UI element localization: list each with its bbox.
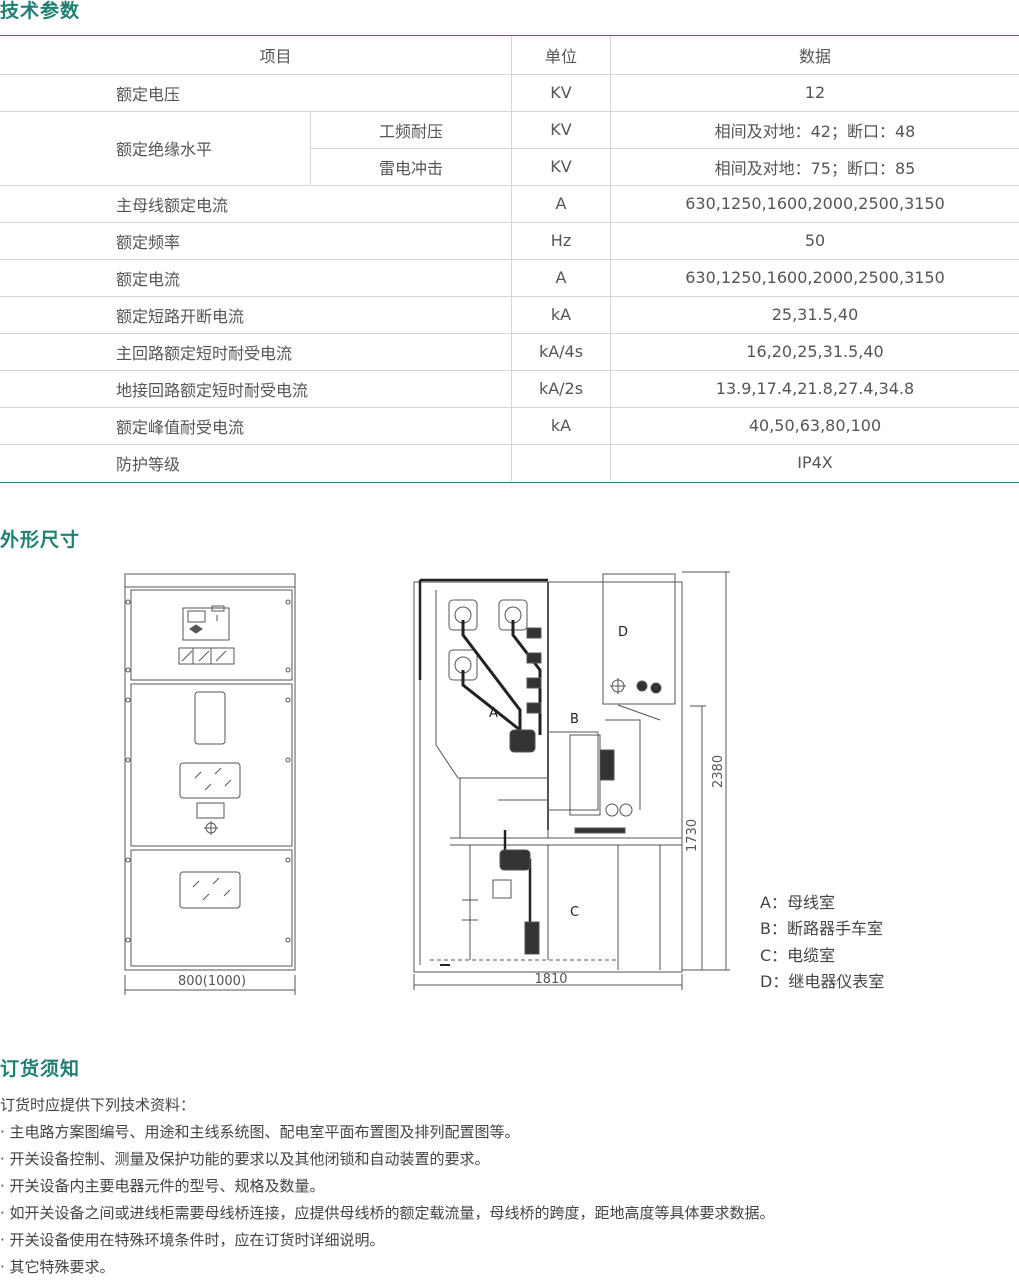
row-value: 630,1250,1600,2000,2500,3150 [611,259,1019,296]
row-unit: KV [512,148,611,185]
section-title-ordering: 订货须知 [0,1058,80,1080]
row-unit: kA [512,296,611,333]
header-unit: 单位 [512,36,611,74]
row-item: 地接回路额定短时耐受电流 [0,370,512,407]
row-sub-item: 工频耐压 [311,111,512,148]
row-value: 13.9,17.4,21.8,27.4,34.8 [611,370,1019,407]
spec-table: 项目 单位 数据 额定电压 KV 12 额定绝缘水平 工频耐压 KV 相间及对地… [0,36,1019,481]
zone-a-label: A [489,706,498,721]
row-item: 额定峰值耐受电流 [0,407,512,444]
list-item: · 开关设备内主要电器元件的型号、规格及数量。 [0,1176,775,1203]
ordering-list: · 主电路方案图编号、用途和主线系统图、配电室平面布置图及排列配置图等。 · 开… [0,1122,775,1284]
row-value: 630,1250,1600,2000,2500,3150 [611,185,1019,222]
row-unit: KV [512,111,611,148]
height-mid-label: 1730 [685,819,700,852]
row-item: 防护等级 [0,444,512,481]
row-unit: KV [512,74,611,111]
row-item: 额定电压 [0,74,512,111]
row-unit: Hz [512,222,611,259]
row-item: 主母线额定电流 [0,185,512,222]
list-item: · 开关设备控制、测量及保护功能的要求以及其他闭锁和自动装置的要求。 [0,1149,775,1176]
zone-b-label: B [570,712,579,727]
table-row: 额定频率 Hz 50 [0,222,1019,259]
front-width-label: 800(1000) [178,974,246,989]
row-unit: A [512,259,611,296]
legend-item-d: D：继电器仪表室 [760,968,884,992]
row-unit: A [512,185,611,222]
legend-item-c: C：电缆室 [760,942,835,966]
front-view-drawing [125,574,295,995]
row-value: 50 [611,222,1019,259]
section-title-dimensions: 外形尺寸 [0,529,80,551]
row-value: 12 [611,74,1019,111]
section-title-tech-params: 技术参数 [0,0,80,22]
table-row: 额定电流 A 630,1250,1600,2000,2500,3150 [0,259,1019,296]
side-depth-label: 1810 [534,972,567,987]
table-row: 地接回路额定短时耐受电流 kA/2s 13.9,17.4,21.8,27.4,3… [0,370,1019,407]
row-value: 相间及对地：75；断口：85 [611,148,1019,185]
row-item: 主回路额定短时耐受电流 [0,333,512,370]
row-item: 额定电流 [0,259,512,296]
row-item: 额定短路开断电流 [0,296,512,333]
row-value: 40,50,63,80,100 [611,407,1019,444]
table-row: 主母线额定电流 A 630,1250,1600,2000,2500,3150 [0,185,1019,222]
row-value: 相间及对地：42；断口：48 [611,111,1019,148]
side-view-drawing [414,572,730,990]
list-item: · 如开关设备之间或进线柜需要母线桥连接，应提供母线桥的额定载流量，母线桥的跨度… [0,1203,775,1230]
height-total-label: 2380 [711,755,726,788]
table-row: 额定绝缘水平 工频耐压 KV 相间及对地：42；断口：48 [0,111,1019,148]
table-row: 防护等级 IP4X [0,444,1019,481]
table-row: 额定电压 KV 12 [0,74,1019,111]
row-value: 25,31.5,40 [611,296,1019,333]
header-item: 项目 [0,36,512,74]
ordering-intro: 订货时应提供下列技术资料： [0,1094,195,1115]
row-sub-item: 雷电冲击 [311,148,512,185]
list-item: · 开关设备使用在特殊环境条件时，应在订货时详细说明。 [0,1230,775,1257]
list-item: · 主电路方案图编号、用途和主线系统图、配电室平面布置图及排列配置图等。 [0,1122,775,1149]
legend-item-a: A：母线室 [760,889,835,913]
table-row: 额定峰值耐受电流 kA 40,50,63,80,100 [0,407,1019,444]
table-row: 额定短路开断电流 kA 25,31.5,40 [0,296,1019,333]
row-value: 16,20,25,31.5,40 [611,333,1019,370]
header-value: 数据 [611,36,1019,74]
row-unit: kA/2s [512,370,611,407]
table-bottom-rule [0,482,1019,483]
zone-c-label: C [570,905,579,920]
row-unit: kA [512,407,611,444]
row-item: 额定绝缘水平 [0,111,311,185]
row-unit [512,444,611,481]
table-header-row: 项目 单位 数据 [0,36,1019,74]
legend-item-b: B：断路器手车室 [760,915,883,939]
zone-d-label: D [618,625,628,640]
row-item: 额定频率 [0,222,512,259]
row-unit: kA/4s [512,333,611,370]
table-row: 主回路额定短时耐受电流 kA/4s 16,20,25,31.5,40 [0,333,1019,370]
list-item: · 其它特殊要求。 [0,1257,775,1284]
row-value: IP4X [611,444,1019,481]
